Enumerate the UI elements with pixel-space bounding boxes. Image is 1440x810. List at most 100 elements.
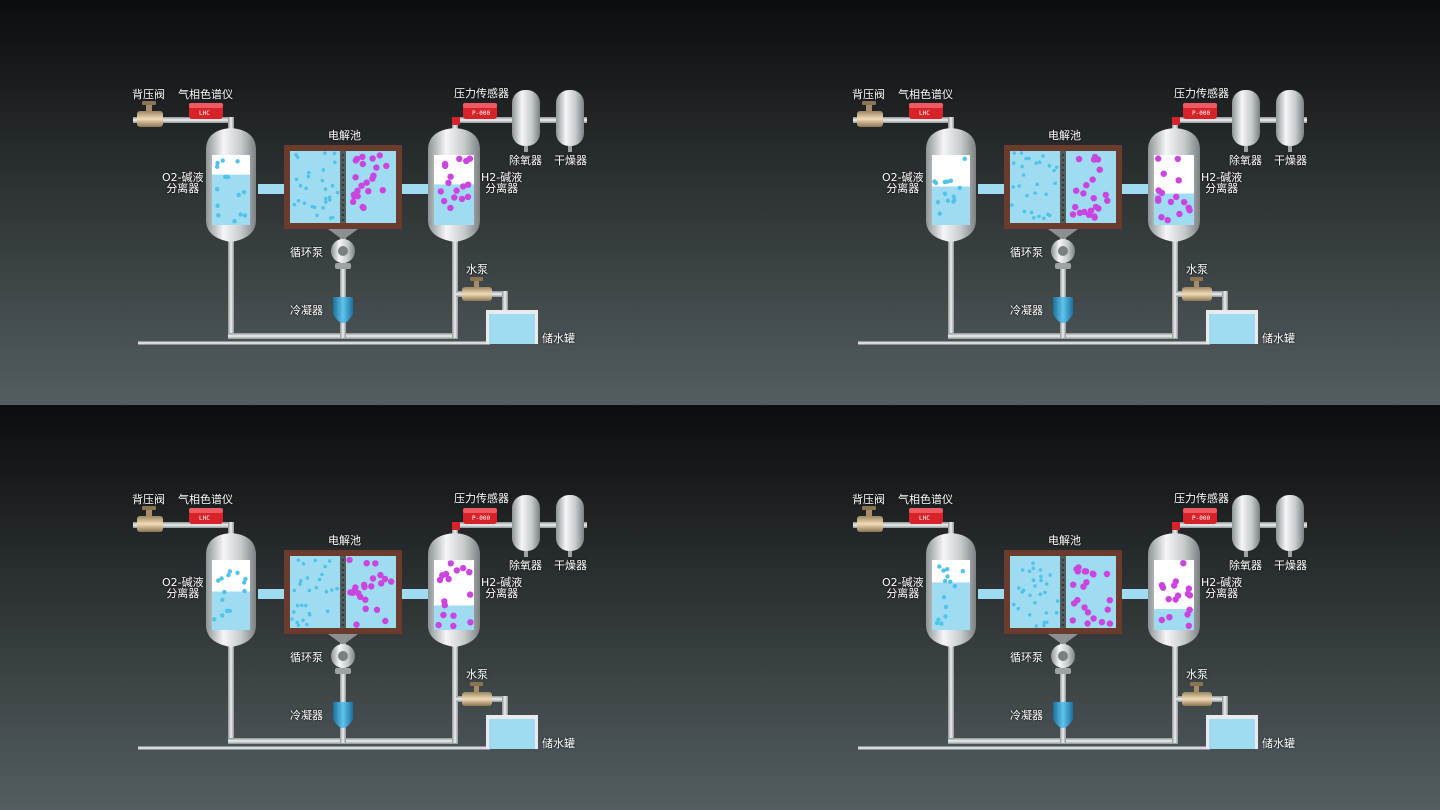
o2-bubble <box>335 190 340 195</box>
o2-bubble <box>1034 624 1038 628</box>
h2-separator-label: H2-碱液 分离器 <box>481 172 522 194</box>
h2-separator-label-line2: 分离器 <box>1205 587 1239 600</box>
o2-bubble <box>1012 151 1016 155</box>
h2-bubble <box>1096 166 1103 173</box>
h2-bubble <box>363 560 370 567</box>
water-tank-label: 储水罐 <box>1262 332 1295 345</box>
o2-bubble <box>324 589 329 594</box>
membrane-dot <box>1062 164 1064 166</box>
o2-bubble <box>235 570 240 575</box>
membrane-dot <box>342 184 344 186</box>
o2-bubble <box>943 604 949 610</box>
h2-bubble <box>435 621 442 629</box>
h2-bubble <box>1172 596 1179 603</box>
h2-bubble <box>453 187 460 194</box>
svg-text:LHC: LHC <box>919 110 930 117</box>
h2-separator-label: H2-碱液 分离器 <box>481 577 522 599</box>
o2-bubble <box>1037 214 1041 219</box>
electrolyzer-cell <box>284 145 402 240</box>
membrane-dot <box>342 589 344 591</box>
o2-bubble <box>298 183 303 188</box>
h2-bubble <box>381 575 389 583</box>
o2-bubble <box>1028 593 1032 598</box>
o2-bubble <box>301 562 306 566</box>
o2-bubble <box>305 622 309 627</box>
o2-bubble <box>1033 191 1037 195</box>
o2-bubble <box>212 617 217 622</box>
o2-bubble <box>1037 160 1042 164</box>
h2-bubble <box>378 580 385 587</box>
h2-bubble <box>441 602 448 609</box>
back-pressure-valve-label: 背压阀 <box>132 493 165 506</box>
o2-separator-vessel <box>206 128 256 242</box>
h2-bubble <box>1185 622 1192 629</box>
membrane-dot <box>342 169 344 171</box>
water-pump-device <box>1182 277 1212 301</box>
membrane-dot <box>342 624 344 626</box>
o2-bubble <box>1021 173 1026 177</box>
h2-bubble <box>1167 198 1175 206</box>
h2-bubble <box>1106 597 1113 604</box>
o2-bubble <box>242 588 247 594</box>
membrane-dot <box>1062 609 1064 611</box>
h2-bubble <box>383 162 390 170</box>
h2-bubble <box>458 195 466 203</box>
svg-text:P-000: P-000 <box>472 110 490 117</box>
membrane-dot <box>342 219 344 221</box>
o2-separator-label-line2: 分离器 <box>886 587 920 600</box>
gas-chromatograph-device: LHC <box>189 508 223 524</box>
o2-bubble <box>943 614 948 619</box>
o2-bubble <box>1031 561 1035 566</box>
h2-bubble <box>352 174 359 181</box>
h2-bubble <box>1081 568 1088 575</box>
dryer-column <box>1276 495 1304 557</box>
deoxidizer-label: 除氧器 <box>509 154 542 167</box>
h2-separator-label-line1: H2-碱液 <box>481 171 523 184</box>
o2-separator-label-line1: O2-碱液 <box>162 171 204 184</box>
o2-bubble <box>1031 578 1036 582</box>
membrane-dot <box>342 564 344 566</box>
svg-text:LHC: LHC <box>199 110 210 117</box>
membrane-dot <box>1062 584 1064 586</box>
gas-chromatograph-device: LHC <box>909 508 943 524</box>
pressure-sensor-device: P-000 <box>452 103 497 125</box>
membrane-dot <box>1062 209 1064 211</box>
h2-bubble <box>351 193 358 200</box>
o2-bubble <box>1024 156 1028 161</box>
membrane-dot <box>342 204 344 206</box>
membrane-dot <box>1062 619 1064 621</box>
o2-bubble <box>323 151 327 155</box>
h2-liquid-channel <box>400 589 428 599</box>
o2-bubble <box>222 589 227 595</box>
gas-chromatograph-label: 气相色谱仪 <box>178 493 233 506</box>
o2-bubble <box>308 612 312 617</box>
o2-bubble <box>299 603 304 608</box>
h2-bubble <box>349 198 357 205</box>
o2-bubble <box>1027 569 1032 574</box>
h2-bubble <box>1090 195 1097 202</box>
membrane-dot <box>342 594 344 596</box>
o2-bubble <box>215 187 220 192</box>
o2-bubble <box>330 588 334 592</box>
water-pump-label: 水泵 <box>466 263 488 276</box>
h2-bubble <box>1085 211 1093 218</box>
o2-bubble <box>324 196 328 201</box>
o2-bubble <box>302 201 307 205</box>
o2-bubble <box>942 578 948 584</box>
electrolyzer-label: 电解池 <box>1048 129 1081 142</box>
o2-bubble <box>1044 192 1048 197</box>
gas-chromatograph-label: 气相色谱仪 <box>898 493 953 506</box>
membrane-dot <box>1062 174 1064 176</box>
o2-bubble <box>1042 623 1046 628</box>
membrane-dot <box>1062 574 1064 576</box>
membrane-dot <box>342 559 344 561</box>
o2-separator-label-line1: O2-碱液 <box>162 576 204 589</box>
back-pressure-valve-label: 背压阀 <box>852 88 885 101</box>
o2-bubble <box>220 158 225 163</box>
svg-text:P-000: P-000 <box>472 515 490 522</box>
membrane-dot <box>1062 184 1064 186</box>
h2-bubble <box>447 204 454 212</box>
o2-bubble <box>320 572 324 577</box>
pressure-sensor-label: 压力传感器 <box>1174 492 1229 505</box>
pressure-sensor-device: P-000 <box>1172 508 1217 530</box>
